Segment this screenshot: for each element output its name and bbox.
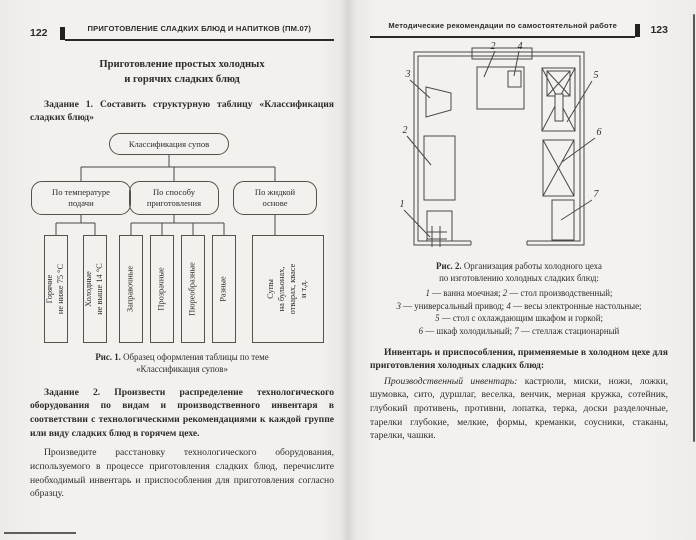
cooled-table-with-gorka	[541, 67, 576, 132]
universal-drive	[425, 86, 452, 118]
inventory-text: кастрюли, миски, ножи, ложки, шумовка, с…	[370, 375, 668, 442]
running-title: Методические рекомендации по самостоятел…	[388, 21, 618, 30]
callout-1: 1	[400, 199, 405, 210]
fig2-caption-line2: по изготовлению холодных сладких блюд:	[439, 273, 599, 284]
inventory-heading: Инвентарь и приспособления, применяемые …	[370, 346, 668, 372]
header-bar-icon	[59, 27, 65, 40]
task1-text: Составить структурную таблицу «Классифик…	[30, 98, 334, 124]
heading-line2: и горячих сладких блюд	[124, 74, 240, 86]
leaf-label: Заправочные	[125, 265, 135, 312]
running-title-rule: Методические рекомендации по самостоятел…	[370, 15, 636, 38]
fig1-caption: Рис. 1. Образец оформления таблицы по те…	[30, 351, 334, 376]
legend-num: 5	[435, 313, 440, 324]
task2-body-paragraph: Произведите расстановку технологического…	[30, 447, 334, 500]
callout-3: 3	[405, 69, 411, 80]
heading-line1: Приготовление простых холодных	[99, 59, 265, 70]
leaf-label: Супы на бульонах, отварах, квасе и т.д.	[266, 263, 308, 315]
page-number: 123	[650, 23, 668, 36]
window	[471, 47, 533, 60]
cold-shop-floorplan: 2 4 3 2 1 5 6 7	[400, 41, 602, 247]
production-table-left	[423, 135, 456, 201]
leaf-label: Холодные не выше 14 °С	[84, 263, 104, 315]
legend-num: 1	[425, 287, 430, 298]
diagram-leaf-raznye: Разные	[212, 234, 236, 343]
legend-line-2: 3 — универсальный привод; 4 — весы элект…	[370, 300, 668, 313]
leaf-label: Разные	[218, 276, 228, 302]
task2-text: Произвести распределение технологическог…	[30, 386, 335, 439]
running-head-right: Методические рекомендации по самостоятел…	[370, 15, 668, 38]
fig1-caption-label: Рис. 1.	[95, 351, 121, 362]
inventory-paragraph: Производственный инвентарь: кастрюли, ми…	[370, 375, 668, 443]
page-number: 122	[30, 26, 48, 39]
diagram-leaf-zapravochnye: Заправочные	[119, 234, 143, 343]
legend-text: — стеллаж стационарный	[518, 325, 620, 336]
task2-label: Задание 2.	[44, 386, 101, 398]
running-title-rule: ПРИГОТОВЛЕНИЕ СЛАДКИХ БЛЮД И НАПИТКОВ (П…	[64, 18, 334, 41]
legend-line-3: 5 — стол с охлаждающим шкафом и горкой;	[370, 312, 668, 325]
header-bar-icon	[635, 24, 641, 37]
diagram-connectors	[55, 154, 276, 235]
legend-text: — стол производственный;	[507, 287, 613, 298]
callout-7: 7	[594, 189, 600, 200]
diagram-leaf-soups-base: Супы на бульонах, отварах, квасе и т.д.	[252, 234, 324, 343]
classification-diagram: Классификация супов По температуре подач…	[30, 131, 336, 347]
task1-paragraph: Задание 1. Составить структурную таблицу…	[30, 98, 334, 125]
leaf-label: Пюреобразные	[187, 262, 197, 316]
page-right: Методические рекомендации по самостоятел…	[348, 0, 696, 540]
production-table-top	[476, 66, 525, 110]
callout-5: 5	[594, 70, 599, 81]
fig1-caption-line2: «Классификация супов»	[136, 364, 228, 375]
legend-num: 3	[396, 300, 401, 311]
legend-text: — шкаф холодильный;	[423, 325, 515, 336]
legend-num: 7	[514, 325, 519, 336]
diagram-branch-temperature: По температуре подачи	[31, 180, 131, 215]
fig1-caption-line1: Образец оформления таблицы по теме	[120, 351, 269, 362]
callout-2-left: 2	[403, 125, 408, 136]
diagram-branch-base: По жидкой основе	[233, 180, 317, 215]
callout-2-top: 2	[491, 41, 496, 52]
legend-line-4: 6 — шкаф холодильный; 7 — стеллаж стацио…	[370, 325, 668, 338]
running-title: ПРИГОТОВЛЕНИЕ СЛАДКИХ БЛЮД И НАПИТКОВ (П…	[87, 24, 312, 33]
legend-num: 2	[502, 287, 508, 298]
diagram-leaf-pyureobraznye: Пюреобразные	[181, 234, 205, 343]
scan-edge-right	[693, 14, 695, 442]
spine-gutter	[340, 0, 356, 540]
callout-6: 6	[597, 127, 602, 138]
diagram-branch-method: По способу приготовления	[129, 180, 219, 215]
diagram-leaf-hot: Горячие не ниже 75 °С	[44, 234, 68, 343]
running-head-left: 122 ПРИГОТОВЛЕНИЕ СЛАДКИХ БЛЮД И НАПИТКО…	[30, 18, 334, 41]
legend-text: — ванна моечная;	[429, 287, 503, 298]
fig2-caption-line1: Организация работы холодного цеха	[461, 261, 602, 271]
inventory-lead: Производственный инвентарь:	[384, 375, 518, 387]
refrigerator-cabinet	[542, 139, 575, 197]
leaf-label: Прозрачные	[156, 267, 166, 311]
legend-text: — универсальный привод;	[400, 300, 507, 311]
legend-num: 6	[418, 325, 424, 336]
legend-text: — весы электронные настольные;	[510, 300, 642, 311]
callout-leaders	[403, 50, 596, 238]
diagram-root-box: Классификация супов	[109, 132, 229, 155]
fig2-caption: Рис. 2. Организация работы холодного цех…	[370, 260, 668, 285]
walls	[413, 51, 585, 246]
legend-line-1: 1 — ванна моечная; 2 — стол производстве…	[370, 287, 668, 300]
page-left: 122 ПРИГОТОВЛЕНИЕ СЛАДКИХ БЛЮД И НАПИТКО…	[30, 18, 336, 500]
fig2-caption-label: Рис. 2.	[436, 261, 462, 271]
task1-label: Задание 1.	[44, 98, 93, 110]
legend-text: — стол с охлаждающим шкафом и горкой;	[439, 313, 603, 324]
legend-num: 4	[506, 300, 511, 311]
section-heading: Приготовление простых холодных и горячих…	[30, 57, 334, 88]
callout-4: 4	[518, 41, 523, 52]
stationary-rack	[551, 199, 575, 241]
fig2-legend: 1 — ванна моечная; 2 — стол производстве…	[370, 287, 668, 338]
washing-bath-taps-icon	[427, 226, 447, 247]
diagram-leaf-cold: Холодные не выше 14 °С	[83, 234, 107, 343]
diagram-leaf-prozrachnye: Прозрачные	[150, 234, 174, 343]
leaf-label: Горячие не ниже 75 °С	[45, 263, 65, 315]
scan-edge-bottom-left	[4, 532, 76, 534]
task2-paragraph: Задание 2. Произвести распределение техн…	[30, 386, 334, 440]
